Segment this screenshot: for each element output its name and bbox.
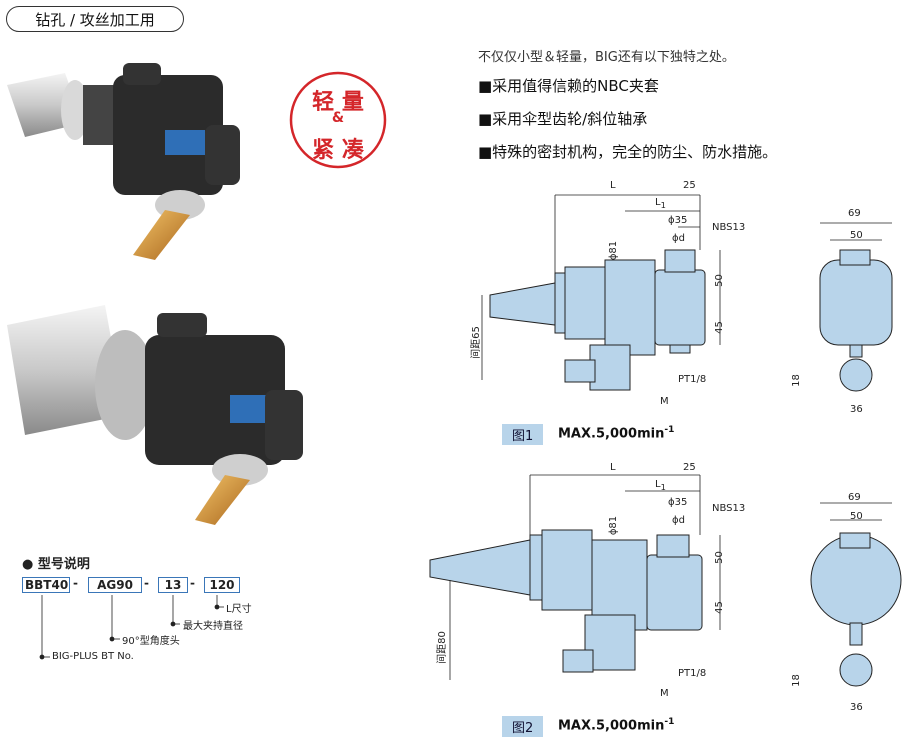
- model-leader-lines: [39, 595, 224, 660]
- badge-line1: 轻 量: [312, 90, 364, 115]
- front2-dim-36: 36: [850, 702, 863, 713]
- note-max-clamp: 最大夹持直径: [183, 621, 243, 632]
- front2-dim-18: 18: [790, 674, 802, 687]
- product-photo-1: [7, 63, 240, 260]
- dim-phi81: ϕ81: [608, 240, 620, 261]
- dim2-phi81: ϕ81: [608, 515, 620, 536]
- dim2-phid: ϕd: [672, 515, 685, 526]
- model-sep-2: -: [144, 576, 149, 590]
- model-part-bbt: BBT40: [22, 577, 70, 593]
- feature-badge-circle: [289, 71, 387, 169]
- feature-2: ■采用伞型齿轮/斜位轴承: [478, 110, 648, 128]
- note-angle-head: 90°型角度头: [122, 636, 180, 647]
- front2-dim-50: 50: [850, 511, 863, 522]
- badge-amp: &: [331, 110, 345, 126]
- figure-2-front-view: [810, 502, 902, 687]
- dim2-50: 50: [713, 551, 725, 564]
- dim-nbs13: NBS13: [712, 222, 746, 233]
- note-bt-no: BIG-PLUS BT No.: [52, 651, 134, 662]
- dim-phi35: ϕ35: [668, 215, 688, 226]
- dim-45: 45: [713, 321, 725, 334]
- dim-L: L: [610, 180, 616, 191]
- section-title: 钻孔 / 攻丝加工用: [6, 6, 184, 32]
- dim2-L1: L1: [655, 479, 666, 492]
- feature-3: ■特殊的密封机构，完全的防尘、防水措施。: [478, 143, 778, 161]
- note-l-size: L尺寸: [226, 604, 252, 615]
- figure-1-label: 图1: [502, 424, 544, 445]
- dim-M: M: [660, 396, 669, 407]
- dim-phid: ϕd: [672, 233, 685, 244]
- model-part-13: 13: [158, 577, 188, 593]
- feature-1: ■采用值得信赖的NBC夹套: [478, 77, 659, 95]
- dim2-25: 25: [683, 462, 696, 473]
- dim-pitch-1: 间距65: [470, 326, 482, 359]
- dim2-pt18: PT1/8: [678, 668, 707, 679]
- dim2-L: L: [610, 462, 616, 473]
- front-dim-18: 18: [790, 374, 802, 387]
- front-dim-50: 50: [850, 230, 863, 241]
- dim2-45: 45: [713, 601, 725, 614]
- dim-25: 25: [683, 180, 696, 191]
- dim2-M: M: [660, 688, 669, 699]
- badge-line2: 紧 凑: [312, 138, 364, 163]
- figure-2-side-view: [429, 474, 721, 680]
- figure-2-label: 图2: [502, 716, 544, 737]
- dim2-nbs13: NBS13: [712, 503, 746, 514]
- figure-1-max-speed: MAX.5,000min-1: [558, 425, 675, 442]
- dim2-phi35: ϕ35: [668, 497, 688, 508]
- product-photo-2: [7, 305, 303, 525]
- dim-L1: L1: [655, 197, 666, 210]
- front-dim-36: 36: [850, 404, 863, 415]
- dim-pitch-2: 间距80: [436, 631, 448, 664]
- model-sep-3: -: [190, 576, 195, 590]
- figure-1-side-view: [481, 194, 721, 391]
- intro-text: 不仅仅小型＆轻量，BIG还有以下独特之处。: [478, 50, 735, 65]
- model-title: ● 型号说明: [22, 557, 90, 572]
- figure-1-front-view: [819, 222, 893, 392]
- dim-pt18: PT1/8: [678, 374, 707, 385]
- front2-dim-69: 69: [848, 492, 861, 503]
- dim-50: 50: [713, 274, 725, 287]
- front-dim-69: 69: [848, 208, 861, 219]
- figure-2-max-speed: MAX.5,000min-1: [558, 717, 675, 734]
- model-part-120: 120: [204, 577, 240, 593]
- model-part-ag: AG90: [88, 577, 142, 593]
- model-sep-1: -: [73, 576, 78, 590]
